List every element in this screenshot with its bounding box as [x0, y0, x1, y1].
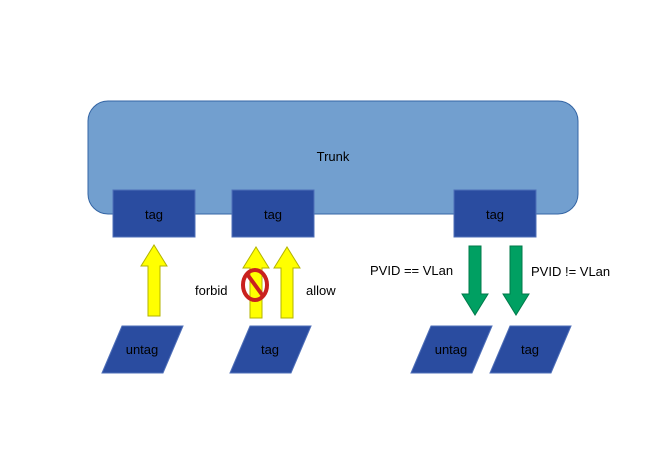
ingress-untag-arrow-icon: [140, 244, 168, 317]
forbid-sign-icon: [241, 268, 269, 302]
trunk-port-1: tag: [112, 189, 196, 238]
frame-untag-1-label: untag: [126, 342, 159, 357]
frame-tag-4-label: tag: [521, 342, 539, 357]
frame-tag-2-label: tag: [261, 342, 279, 357]
trunk-port-2-label: tag: [264, 207, 282, 222]
trunk-port-3: tag: [453, 189, 537, 238]
frame-tag-4: tag: [489, 325, 572, 374]
pvid-not-equal-label: PVID != VLan: [531, 264, 610, 279]
trunk-box: [87, 100, 579, 215]
egress-untag-arrow-icon: [461, 245, 489, 316]
frame-untag-1: untag: [101, 325, 184, 374]
frame-untag-3: untag: [410, 325, 493, 374]
forbid-label: forbid: [195, 283, 228, 298]
pvid-equal-label: PVID == VLan: [370, 263, 453, 278]
ingress-tag-forbidden-arrow-icon: [242, 246, 270, 319]
trunk-port-3-label: tag: [486, 207, 504, 222]
egress-tag-arrow-icon: [502, 245, 530, 316]
ingress-tag-allowed-arrow-icon: [273, 246, 301, 319]
allow-label: allow: [306, 283, 336, 298]
trunk-port-1-label: tag: [145, 207, 163, 222]
frame-untag-3-label: untag: [435, 342, 468, 357]
trunk-label: Trunk: [317, 149, 350, 164]
frame-tag-2: tag: [229, 325, 312, 374]
trunk-port-2: tag: [231, 189, 315, 238]
